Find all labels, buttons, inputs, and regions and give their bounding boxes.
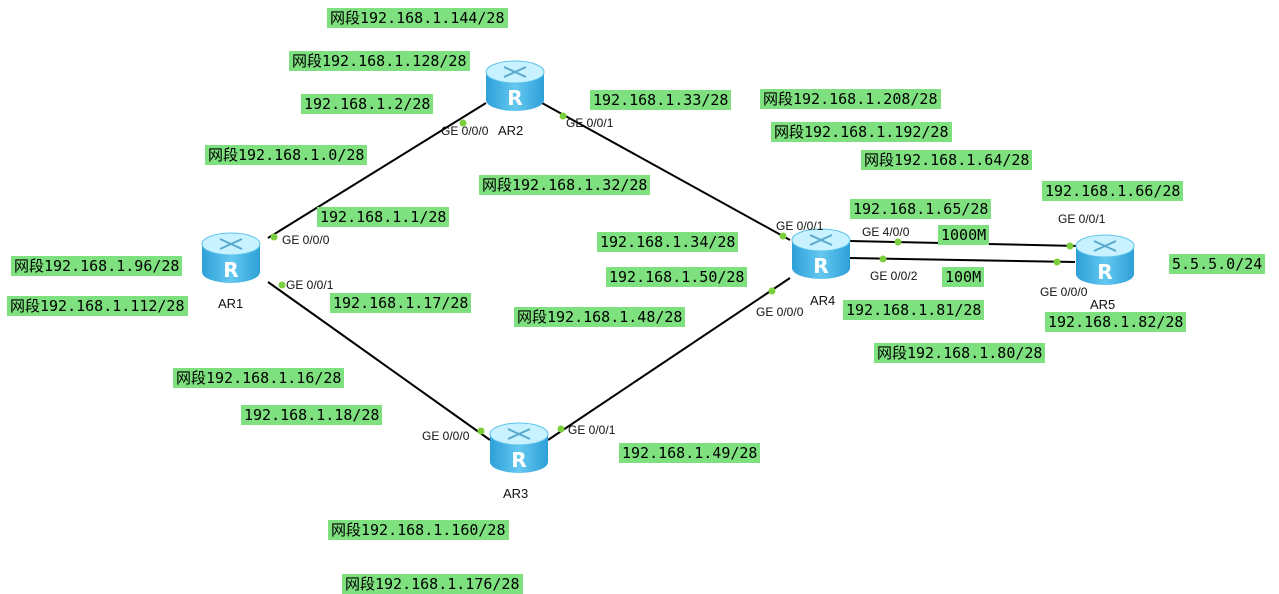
svg-text:R: R — [223, 258, 238, 282]
ip-label: 192.168.1.2/28 — [301, 94, 434, 114]
port-label: GE 0/0/2 — [870, 269, 918, 283]
ip-label: 192.168.1.33/28 — [590, 90, 732, 110]
link-ar1-ar3 — [267, 281, 491, 441]
router-icon[interactable]: R — [790, 226, 852, 282]
segment-label: 网段192.168.1.96/28 — [11, 256, 183, 276]
port-label: GE 0/0/1 — [1058, 212, 1106, 226]
port-dot — [779, 232, 787, 240]
port-dot — [477, 427, 485, 435]
router-name-ar4: AR4 — [810, 293, 836, 308]
port-label: GE 0/0/0 — [756, 305, 804, 319]
ip-label: 192.168.1.34/28 — [597, 232, 739, 252]
router-icon[interactable]: R — [200, 230, 262, 286]
port-label: GE 0/0/1 — [568, 423, 616, 437]
link-ar3-ar4 — [547, 277, 791, 441]
port-label: GE 0/0/0 — [441, 124, 489, 138]
ip-label: 192.168.1.49/28 — [619, 443, 761, 463]
ip-label: 192.168.1.66/28 — [1042, 181, 1184, 201]
port-dot — [1066, 242, 1074, 250]
link-ar1-ar2 — [267, 102, 487, 239]
segment-label: 网段192.168.1.192/28 — [771, 122, 952, 142]
ip-label: 192.168.1.65/28 — [850, 199, 992, 219]
svg-text:R: R — [507, 86, 522, 110]
svg-text:R: R — [1097, 260, 1112, 284]
port-label: GE 0/0/1 — [566, 116, 614, 130]
link-ar2-ar4 — [541, 102, 791, 241]
segment-label: 网段192.168.1.160/28 — [328, 520, 509, 540]
port-dot — [270, 233, 278, 241]
ip-label: 192.168.1.81/28 — [843, 300, 985, 320]
svg-text:R: R — [813, 254, 828, 278]
port-dot — [559, 112, 567, 120]
svg-text:R: R — [511, 448, 526, 472]
port-dot — [459, 119, 467, 127]
segment-label: 网段192.168.1.208/28 — [760, 89, 941, 109]
segment-label: 网段192.168.1.176/28 — [342, 574, 523, 594]
port-label: GE 4/0/0 — [862, 225, 910, 239]
segment-label: 网段192.168.1.16/28 — [173, 368, 345, 388]
port-dot — [768, 287, 776, 295]
segment-label: 网段192.168.1.80/28 — [874, 343, 1046, 363]
port-label: GE 0/0/0 — [1040, 285, 1088, 299]
link-ar4-ar5-ge002 — [849, 257, 1076, 263]
port-dot — [894, 238, 902, 246]
port-dot — [879, 255, 887, 263]
segment-label: 网段192.168.1.144/28 — [327, 8, 508, 28]
network-label: 5.5.5.0/24 — [1169, 254, 1266, 274]
router-icon[interactable]: R — [488, 420, 550, 476]
port-dot — [557, 425, 565, 433]
port-label: GE 0/0/0 — [422, 429, 470, 443]
segment-label: 网段192.168.1.48/28 — [514, 307, 686, 327]
ip-label: 192.168.1.50/28 — [606, 267, 748, 287]
router-icon[interactable]: R — [1074, 232, 1136, 288]
bandwidth-label: 100M — [942, 267, 985, 287]
ip-label: 192.168.1.1/28 — [317, 207, 450, 227]
router-icon[interactable]: R — [484, 58, 546, 114]
port-label: GE 0/0/0 — [282, 233, 330, 247]
router-name-ar5: AR5 — [1090, 297, 1116, 312]
ip-label: 192.168.1.18/28 — [241, 405, 383, 425]
router-name-ar3: AR3 — [503, 486, 529, 501]
port-dot — [1053, 258, 1061, 266]
router-name-ar1: AR1 — [218, 296, 244, 311]
segment-label: 网段192.168.1.64/28 — [861, 150, 1033, 170]
port-label: GE 0/0/1 — [286, 278, 334, 292]
router-name-ar2: AR2 — [498, 123, 524, 138]
port-dot — [278, 281, 286, 289]
port-label: GE 0/0/1 — [776, 219, 824, 233]
ip-label: 192.168.1.17/28 — [330, 293, 472, 313]
segment-label: 网段192.168.1.0/28 — [205, 145, 368, 165]
segment-label: 网段192.168.1.128/28 — [289, 51, 470, 71]
segment-label: 网段192.168.1.32/28 — [479, 175, 651, 195]
bandwidth-label: 1000M — [938, 225, 990, 245]
segment-label: 网段192.168.1.112/28 — [7, 296, 188, 316]
ip-label: 192.168.1.82/28 — [1045, 312, 1187, 332]
